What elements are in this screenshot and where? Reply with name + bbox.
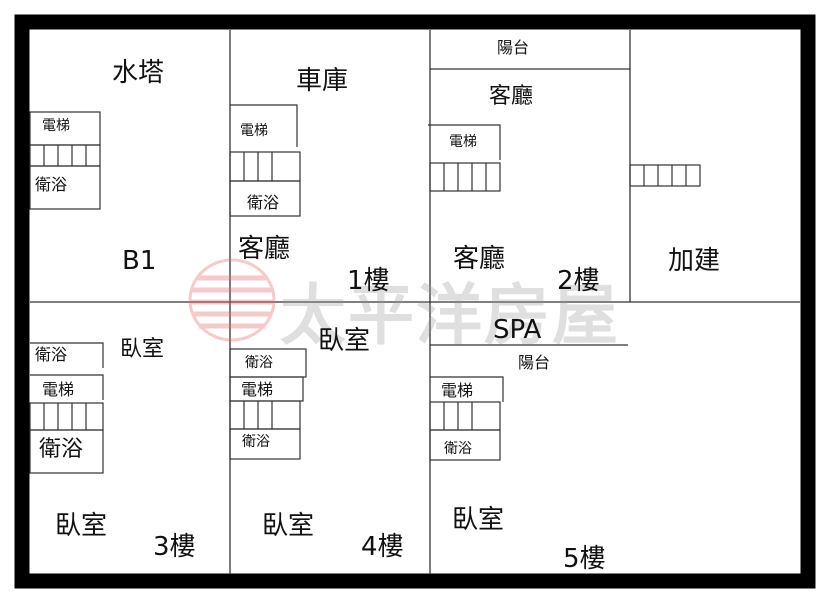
b1-water-tower-label: 水塔 [112,58,165,88]
f3-bathroom-top-label: 衛浴 [35,345,68,364]
b1-stair-block [29,111,101,210]
f5-bathroom-label: 衛浴 [444,441,472,457]
f5-bedroom-label: 臥室 [452,505,505,535]
f4-bedroom-label: 臥室 [262,511,315,541]
outer-wall [14,14,816,589]
b1-floor-label: B1 [122,246,157,276]
f5-spa-label: SPA [493,315,542,345]
f4-bedroom-top-label: 臥室 [318,326,371,356]
f2-floor-label: 2樓 [557,266,600,296]
ext-stair-block [629,164,701,187]
f1-living-room-label: 客廳 [238,234,291,264]
f5-floor-label: 5樓 [563,544,606,574]
f2-living-room-top-label: 客廳 [489,84,534,109]
f1-garage-label: 車庫 [296,66,349,96]
f2-elevator-label: 電梯 [449,134,477,150]
f5-balcony-label: 陽台 [518,353,551,372]
f3-bathroom-bottom-label: 衛浴 [39,437,84,462]
ext-label: 加建 [668,246,721,276]
f1-stair-block [229,104,301,217]
f3-stair-block [29,342,104,474]
f3-floor-label: 3樓 [153,532,196,562]
watermark-text: 太平洋房屋 [280,277,620,354]
f3-elevator-label: 電梯 [42,380,75,399]
f1-floor-label: 1樓 [347,266,390,296]
f3-bedroom-top-label: 臥室 [120,337,165,362]
f2-living-room-label: 客廳 [453,244,506,274]
f4-bathroom-top-label: 衛浴 [245,355,273,371]
f5-stair-block [429,376,504,461]
f2-balcony-label: 陽台 [497,38,530,57]
f1-bathroom-label: 衛浴 [247,193,280,212]
f4-elevator-label: 電梯 [241,380,274,399]
b1-elevator-label: 電梯 [42,118,70,134]
f2-stair-block [428,124,501,192]
f4-stair-block [229,348,307,460]
f1-elevator-label: 電梯 [240,123,268,139]
f4-bathroom-bottom-label: 衛浴 [242,434,270,450]
f4-floor-label: 4樓 [361,532,404,562]
f3-bedroom-label: 臥室 [55,511,108,541]
grid-lines [30,30,800,574]
watermark-logo [188,258,276,342]
f5-elevator-label: 電梯 [441,381,474,400]
b1-bathroom-label: 衛浴 [35,175,68,194]
